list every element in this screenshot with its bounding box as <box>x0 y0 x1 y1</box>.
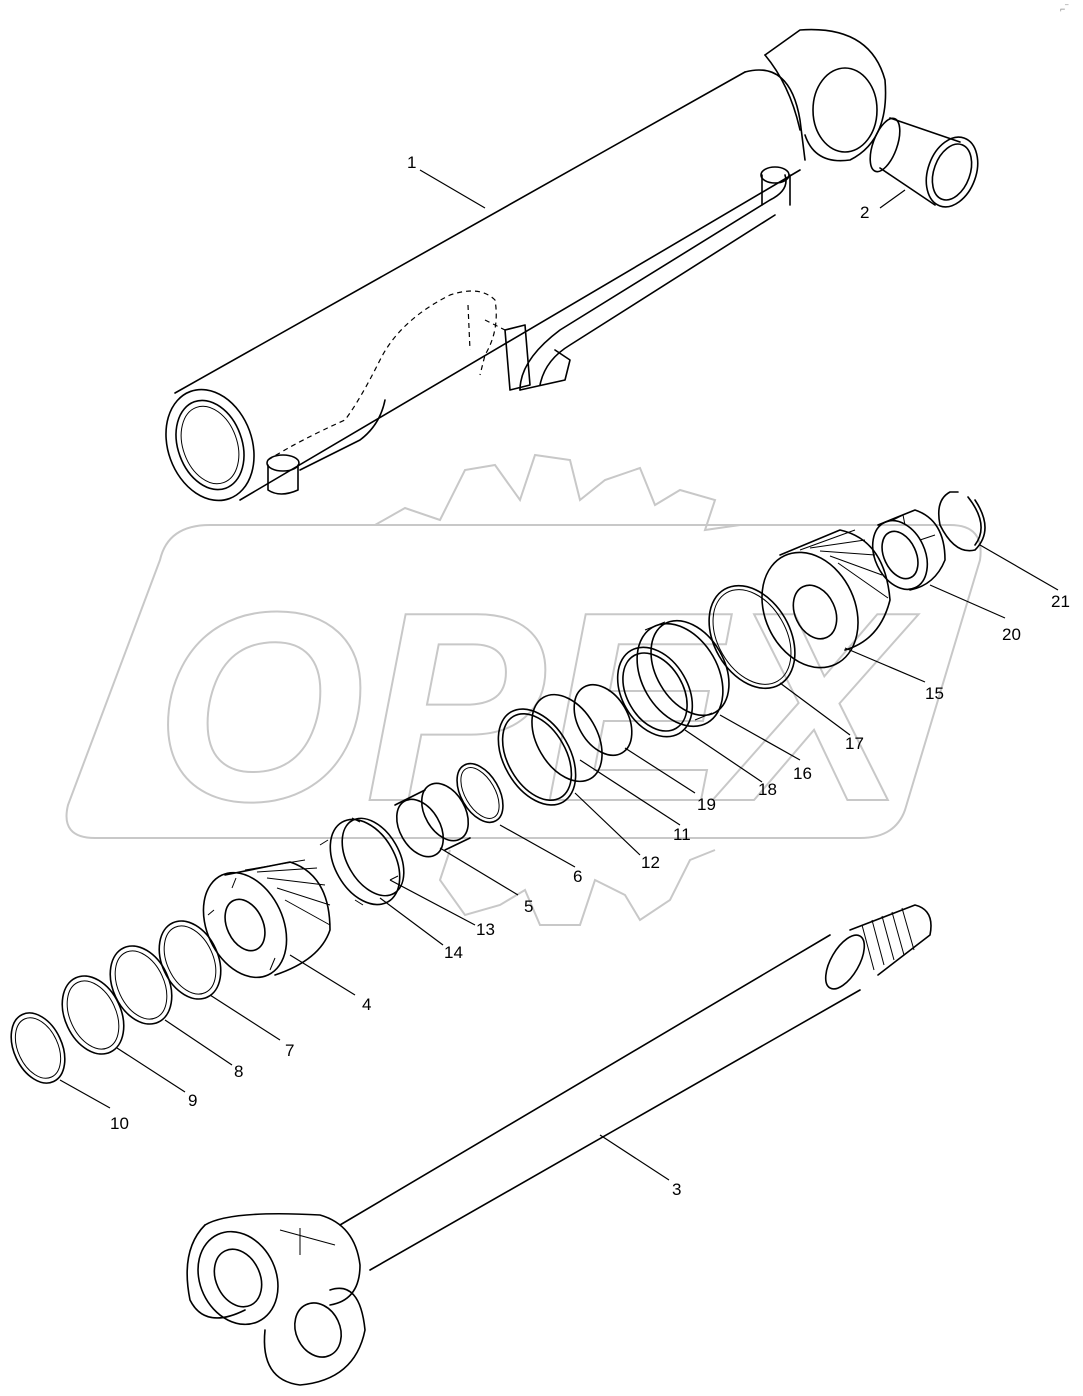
part-1-cylinder-tube <box>165 28 887 502</box>
part-2-bushing <box>869 117 979 208</box>
callout-4: 4 <box>362 995 371 1014</box>
part-21-snap-ring <box>937 491 986 552</box>
part-18-seal-ring <box>616 646 694 738</box>
part-6-o-ring <box>456 762 504 824</box>
part-10-wiper <box>10 1012 66 1084</box>
part-4-rod-gland <box>202 859 331 979</box>
callout-3: 3 <box>672 1180 681 1199</box>
part-11-backup-ring <box>531 693 603 783</box>
part-13-14-retainer-ring <box>319 817 405 906</box>
callout-11: 11 <box>673 825 691 844</box>
part-5-rod-bushing <box>394 782 471 858</box>
leader-lines <box>59 169 1059 1181</box>
part-9-seal <box>61 975 125 1055</box>
callout-16: 16 <box>793 764 812 783</box>
callout-14: 14 <box>444 943 463 962</box>
callout-1: 1 <box>407 153 416 172</box>
part-8-seal <box>109 945 173 1025</box>
callout-19: 19 <box>697 795 716 814</box>
callout-21: 21 <box>1051 592 1070 611</box>
part-17-piston-ring <box>708 584 796 690</box>
callout-18: 18 <box>758 780 777 799</box>
callout-10: 10 <box>110 1114 129 1133</box>
callout-8: 8 <box>234 1062 243 1081</box>
callout-2: 2 <box>860 203 869 222</box>
part-16-wear-ring <box>636 619 730 728</box>
part-7-seal <box>158 920 222 1000</box>
callout-5: 5 <box>524 897 533 916</box>
part-19-o-ring <box>573 683 633 757</box>
callout-6: 6 <box>573 867 582 886</box>
callout-17: 17 <box>845 734 864 753</box>
part-12-seal-ring <box>497 708 577 806</box>
part-15-piston <box>761 529 891 669</box>
callout-9: 9 <box>188 1091 197 1110</box>
part-3-piston-rod <box>186 904 932 1386</box>
callout-12: 12 <box>641 853 660 872</box>
callout-13: 13 <box>476 920 495 939</box>
watermark-text: OPEX <box>155 557 919 858</box>
callout-7: 7 <box>285 1041 294 1060</box>
corner-mark: ⌐‾ <box>1060 4 1069 14</box>
part-20-lock-nut <box>871 509 946 591</box>
callout-15: 15 <box>925 684 944 703</box>
callout-20: 20 <box>1002 625 1021 644</box>
part-callouts: 1 2 3 4 5 6 7 8 9 10 11 12 13 14 15 16 1… <box>110 153 1070 1199</box>
opex-watermark-logo: OPEX <box>65 453 982 926</box>
